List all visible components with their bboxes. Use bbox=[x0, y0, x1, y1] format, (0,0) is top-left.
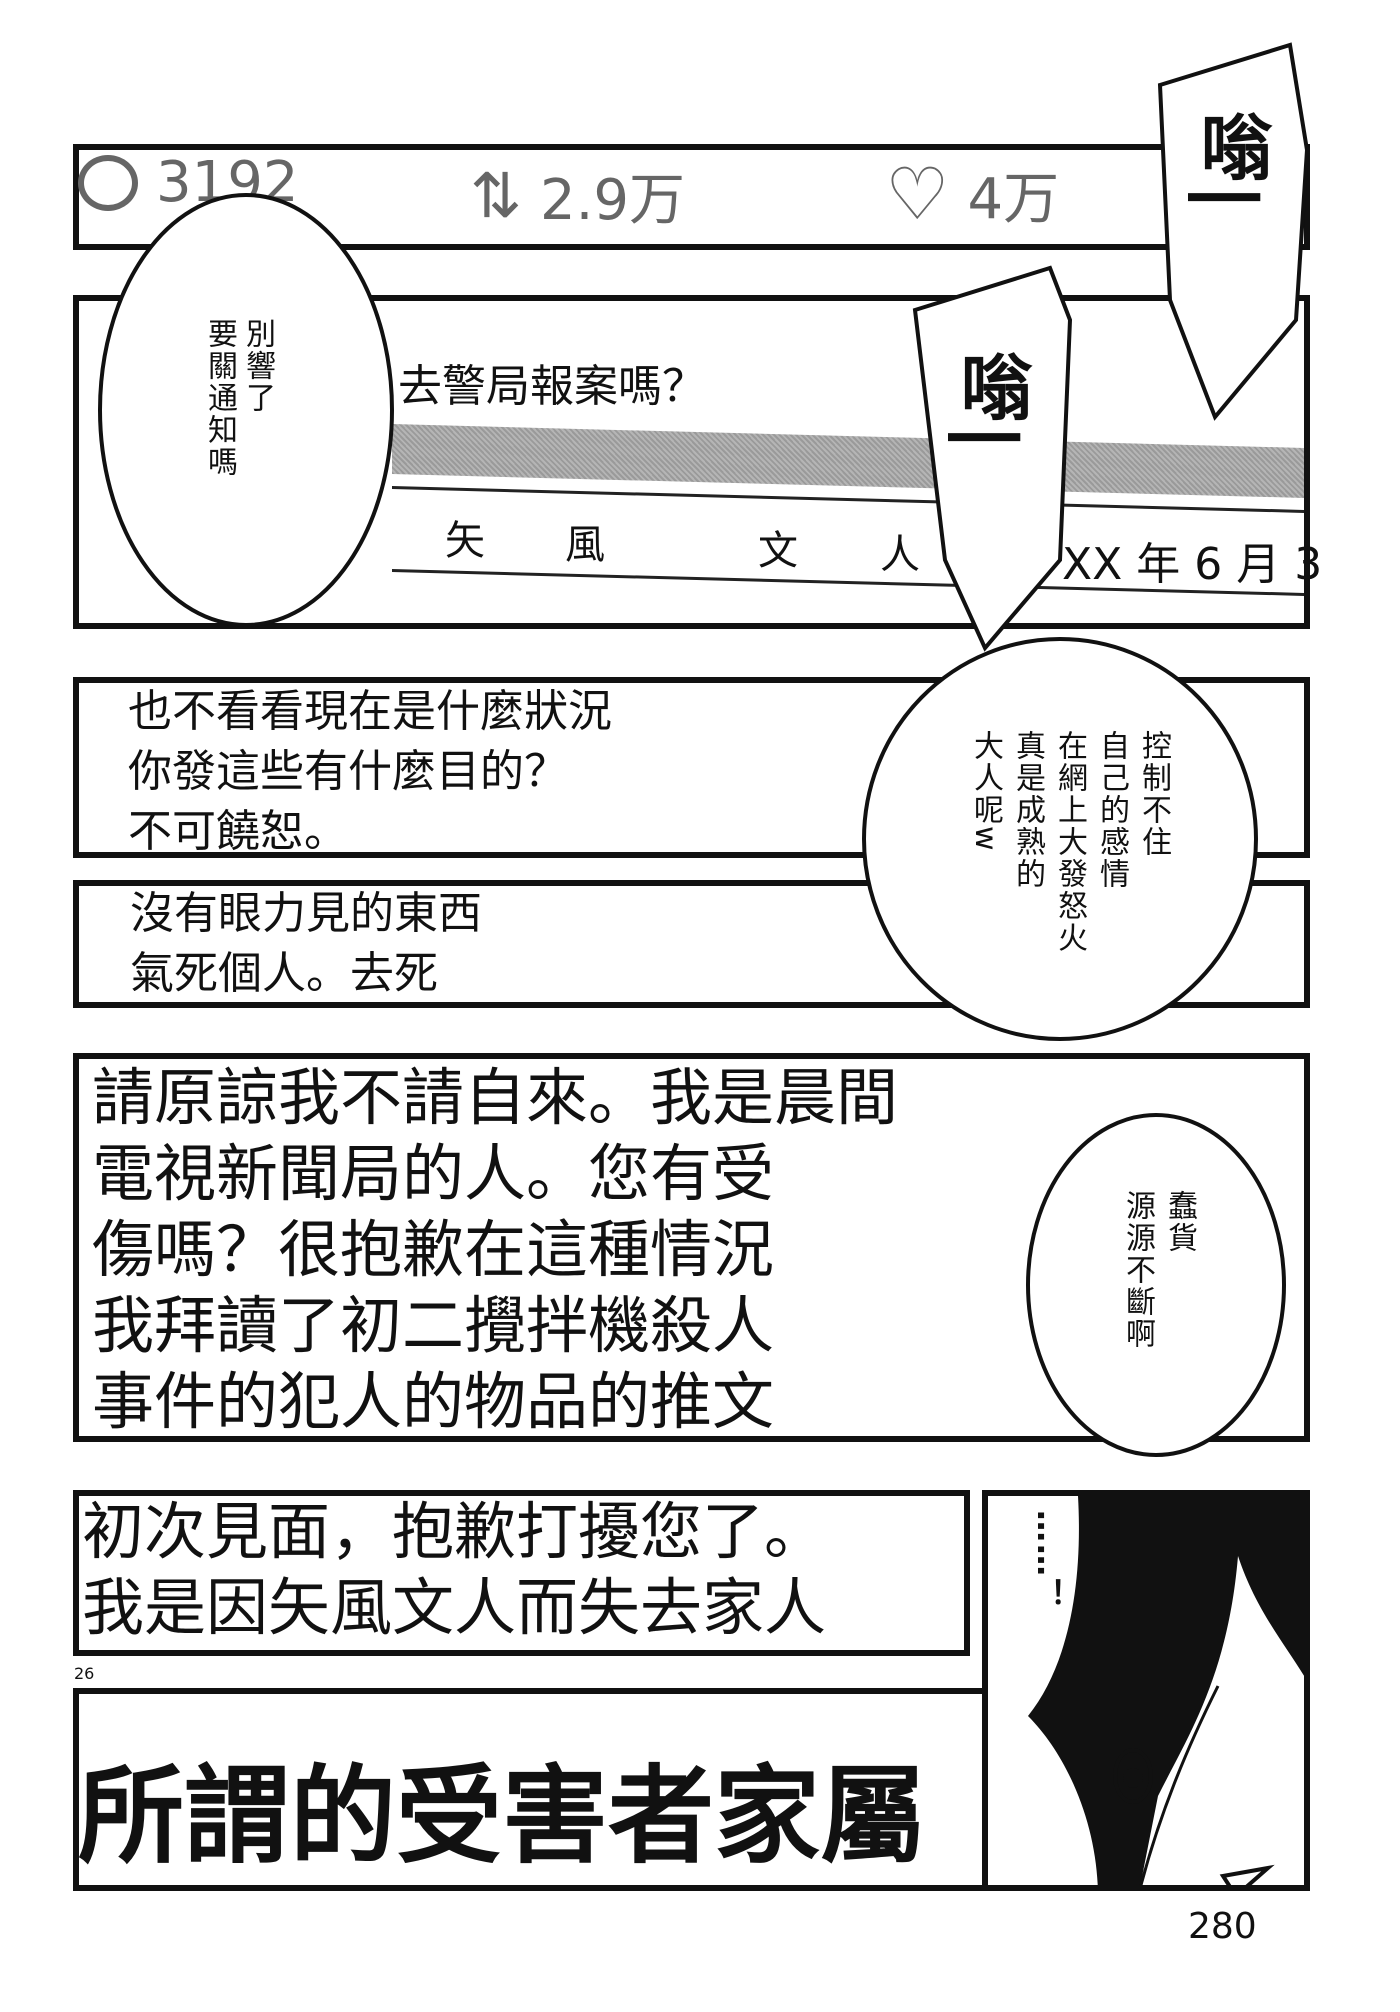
heart-icon: ♡ bbox=[885, 152, 950, 236]
sfx-text-2: 嗡| bbox=[948, 350, 1032, 453]
like-stat: ♡ 4万 bbox=[885, 152, 1059, 236]
right-oval-text-1: 控制不住 自己的感情 在網上大發怒火 真是成熟的 大人呢w bbox=[968, 730, 1171, 954]
reply-count: 3192 bbox=[156, 150, 299, 215]
tweet-date: XX 年 6 月 3 bbox=[1062, 539, 1323, 590]
page-number: 280 bbox=[1188, 1906, 1257, 1947]
speech-bubble-icon bbox=[78, 154, 138, 211]
reply-text-3: 請原諒我不請自來。我是晨間 電視新聞局的人。您有受 傷嗎？很抱歉在這種情況 我拜… bbox=[92, 1061, 899, 1438]
retweet-stat: ⇅ 2.9万 bbox=[470, 155, 685, 236]
name-char: 矢 bbox=[445, 518, 485, 564]
reply-text-4: 初次見面，抱歉打擾您了。 我是因矢風文人而失去家人 bbox=[82, 1495, 827, 1644]
name-char: 人 bbox=[880, 532, 920, 578]
character-face-drawing bbox=[1028, 1496, 1304, 1885]
caption-panel bbox=[73, 1688, 1001, 1891]
retweet-count: 2.9万 bbox=[539, 168, 686, 233]
retweet-icon: ⇅ bbox=[470, 159, 522, 232]
face-panel-speech: ……！ bbox=[1030, 1510, 1068, 1612]
left-oval-text: 別響了 要關通知嗎 bbox=[202, 318, 275, 478]
reply-text-2: 沒有眼力見的東西 氣死個人。去死 bbox=[130, 888, 482, 999]
sfx-text-1: 嗡| bbox=[1188, 110, 1272, 213]
name-char: 風 bbox=[565, 522, 605, 568]
side-number: 26 bbox=[74, 1664, 95, 1683]
tweet-text: 去警局報案嗎？ bbox=[398, 361, 706, 412]
reply-text-1: 也不看看現在是什麼狀況 你發這些有什麼目的？ 不可饒恕。 bbox=[128, 686, 612, 857]
like-count: 4万 bbox=[967, 166, 1060, 232]
caption-text: 所謂的受害者家屬 bbox=[78, 1755, 926, 1878]
name-char: 文 bbox=[758, 528, 798, 574]
right-oval-text-2: 蠢貨 源源不斷啊 bbox=[1120, 1190, 1197, 1350]
reply-stat: 3192 bbox=[78, 150, 299, 215]
face-panel bbox=[982, 1490, 1310, 1891]
reply-panel-4 bbox=[73, 1490, 970, 1656]
